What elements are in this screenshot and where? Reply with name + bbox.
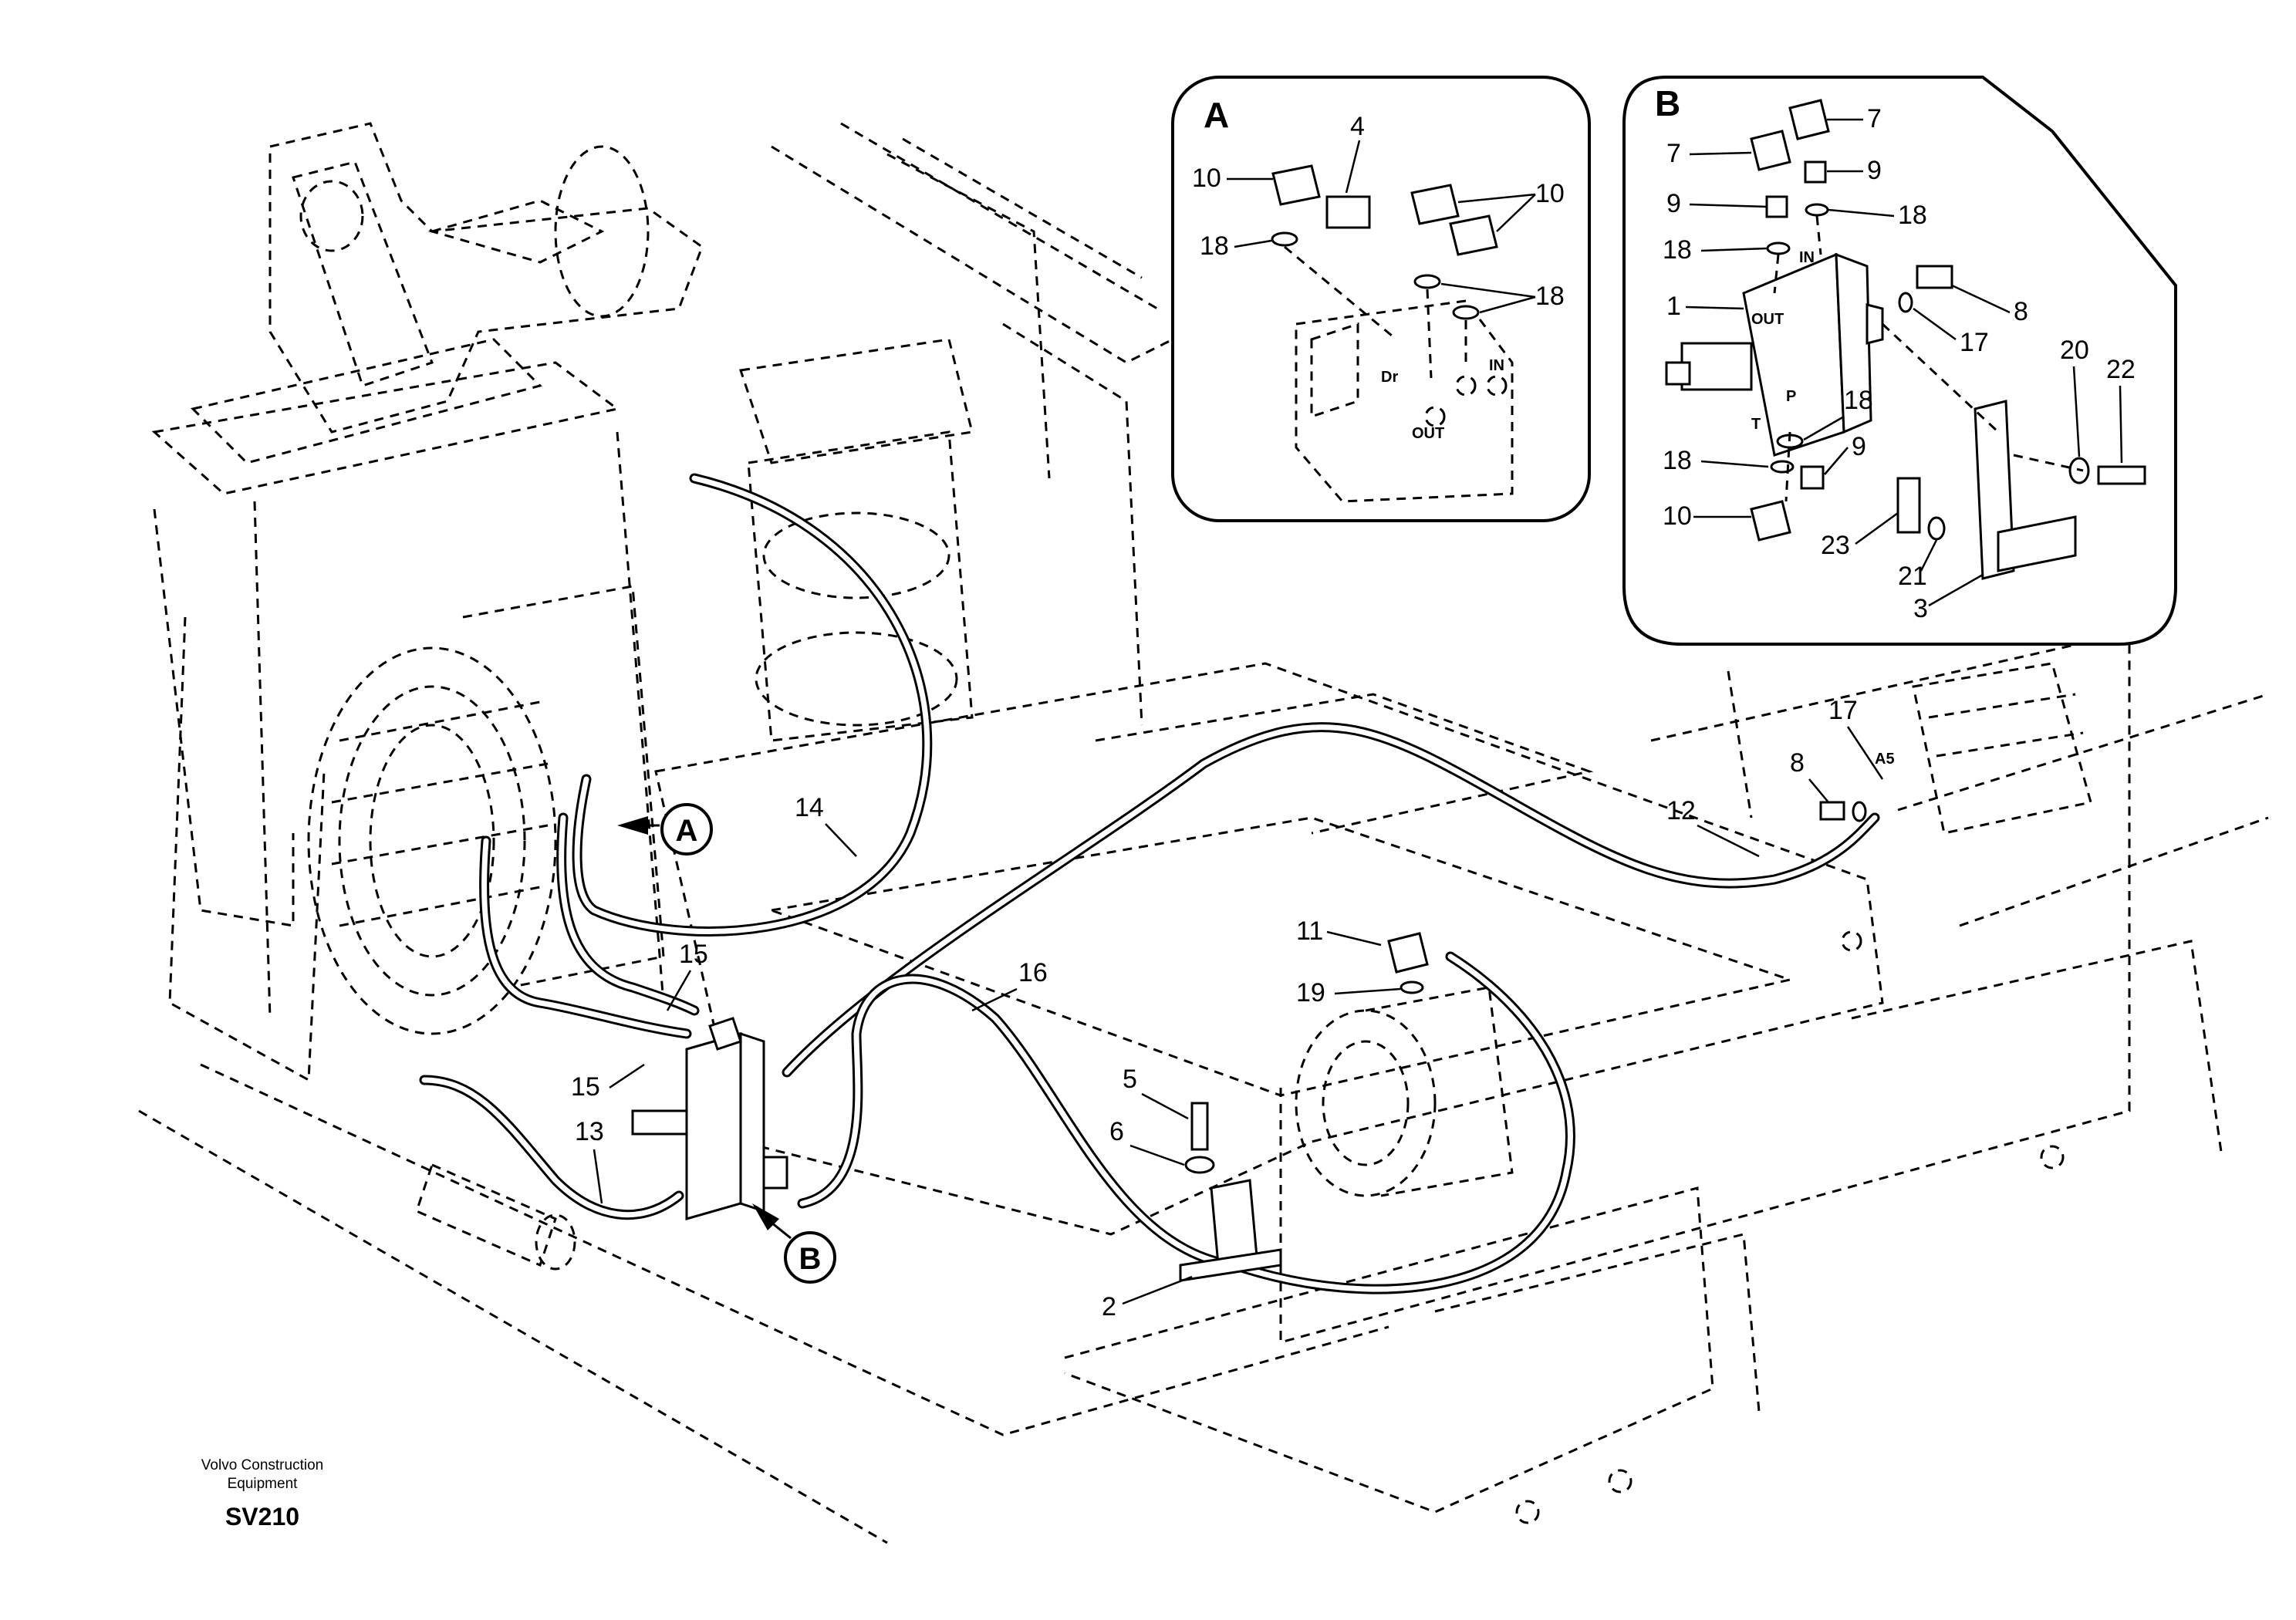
hose-16 [797,951,1575,1294]
view-a-marker: A [676,814,698,848]
inset-b-callout-9-left: 9 [1666,189,1681,218]
inset-b-port-p: P [1786,388,1796,405]
callout-16: 16 [1018,958,1048,987]
callout-19: 19 [1296,978,1325,1007]
fitting-8-right [1819,801,1867,822]
hose-12 [782,722,1880,1078]
inset-b: B OUT IN P T 7 [1622,76,2177,646]
inset-a: A Dr IN OUT 10 4 10 18 18 [1171,76,1591,522]
inset-a-callout-10-left: 10 [1192,164,1221,193]
machine-frame-outline [138,122,2269,1544]
view-arrow-a: A [617,803,713,856]
inset-b-callout-18-right: 18 [1844,386,1873,415]
inset-b-callout-18-bottom: 18 [1663,446,1692,475]
inset-a-port-out: OUT [1412,425,1444,442]
inset-a-title: A [1204,95,1229,135]
clamp-assembly [1179,1102,1282,1282]
hose-15 [479,812,700,1039]
callout-5: 5 [1123,1065,1137,1094]
inset-b-callout-9-bottom: 9 [1852,432,1866,461]
inset-a-port-dr: Dr [1381,369,1398,386]
inset-a-port-in: IN [1489,357,1504,374]
callout-2: 2 [1102,1292,1116,1321]
inset-b-callout-7-top: 7 [1867,104,1882,133]
valve-block [631,1017,788,1220]
inset-b-callout-3: 3 [1913,594,1928,623]
inset-b-title: B [1655,83,1680,123]
callout-8-right: 8 [1790,748,1805,778]
inset-b-callout-8: 8 [2014,297,2028,326]
view-arrow-b: B [752,1203,836,1284]
callout-15-top: 15 [679,940,708,969]
inset-b-port-out: OUT [1751,311,1784,328]
inset-b-callout-7-left: 7 [1666,139,1681,168]
inset-b-callout-22: 22 [2106,355,2136,384]
footer-brand: Volvo Construction Equipment SV210 [139,1456,386,1531]
inset-b-port-t: T [1751,416,1761,433]
inset-b-port-in: IN [1799,249,1815,266]
inset-b-callout-1: 1 [1666,292,1681,321]
callout-13: 13 [575,1117,604,1146]
hose-14 [572,473,933,937]
diagram-code: SV210 [225,1503,300,1531]
callout-12: 12 [1666,796,1696,825]
inset-a-callout-18-right: 18 [1535,282,1565,311]
main-callouts: 14 15 15 13 16 12 8 17 A5 11 19 5 6 2 [571,696,1895,1321]
callout-6: 6 [1109,1117,1124,1146]
hose-13 [419,1075,684,1220]
fitting-11 [1387,932,1429,994]
inset-b-callout-9-top: 9 [1867,156,1882,185]
maker-line-2: Equipment [227,1476,298,1492]
port-a5-label: A5 [1875,751,1895,768]
callout-11: 11 [1296,916,1323,946]
maker-line-1: Volvo Construction [201,1457,324,1473]
inset-b-callout-18-left: 18 [1663,235,1692,265]
callout-15-left: 15 [571,1072,600,1102]
inset-b-callout-18-top: 18 [1898,201,1927,230]
inset-a-callout-18-left: 18 [1200,231,1229,261]
inset-a-callout-4: 4 [1350,112,1365,141]
view-b-marker: B [799,1242,822,1276]
inset-a-callout-10-right: 10 [1535,179,1565,208]
inset-b-callout-17: 17 [1960,328,1989,357]
callout-17-right: 17 [1828,696,1858,725]
inset-b-callout-23: 23 [1821,531,1850,560]
callout-14: 14 [795,793,824,822]
inset-b-callout-20: 20 [2060,336,2089,365]
inset-b-callout-10: 10 [1663,501,1692,531]
